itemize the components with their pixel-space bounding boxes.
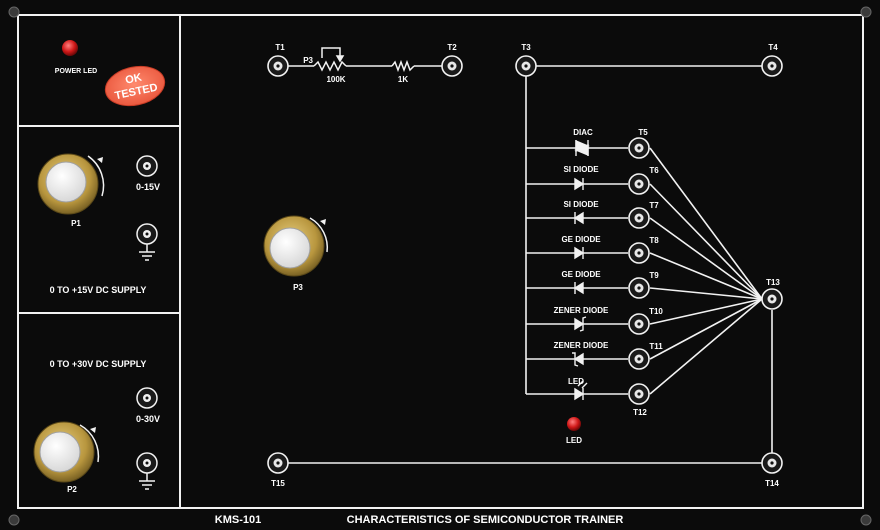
zener-diode-1-icon	[574, 316, 587, 332]
ge-diode-1-icon	[574, 246, 585, 260]
power-led-icon	[62, 40, 78, 56]
p2-arrow-icon	[90, 427, 96, 433]
ge-diode-1-label: GE DIODE	[561, 235, 601, 244]
p1-arrow-icon	[97, 157, 103, 163]
ground-icon	[139, 473, 155, 490]
si-diode-2-label: SI DIODE	[563, 200, 599, 209]
model-number: KMS-101	[215, 514, 261, 526]
output-0-30v-label: 0-30V	[136, 414, 160, 424]
label-t2: T2	[447, 43, 457, 52]
terminal-t9[interactable]	[628, 277, 650, 299]
supply-30v-title: 0 TO +30V DC SUPPLY	[50, 359, 147, 369]
p1-knob[interactable]	[37, 153, 99, 215]
si-diode-1-label: SI DIODE	[563, 165, 599, 174]
zener-diode-2-icon	[572, 352, 584, 367]
resistor-1k-symbol	[391, 59, 415, 73]
terminal-t12[interactable]	[628, 383, 650, 405]
p3-symbol-label: P3	[303, 56, 313, 65]
red-led-icon	[567, 417, 581, 431]
si-diode-1-icon	[574, 177, 585, 191]
sticker-ok-text: OK	[124, 72, 143, 87]
screw-icon	[860, 6, 872, 18]
terminal-t10[interactable]	[628, 313, 650, 335]
p3-arrow-icon	[320, 219, 326, 225]
resistor-1k-label: 1K	[398, 75, 408, 84]
circuit-wiring	[288, 65, 773, 464]
terminal-t13[interactable]	[761, 288, 783, 310]
terminal-t2[interactable]	[441, 55, 463, 77]
terminal-t11[interactable]	[628, 348, 650, 370]
label-t1: T1	[275, 43, 285, 52]
label-t13: T13	[766, 278, 780, 287]
output-0-15v-label: 0-15V	[136, 182, 160, 192]
power-section: POWER LED OK TESTED	[55, 40, 166, 107]
p3-knob[interactable]	[263, 215, 325, 277]
label-t15: T15	[271, 479, 285, 488]
ge-diode-2-label: GE DIODE	[561, 270, 601, 279]
label-t9: T9	[649, 271, 659, 280]
label-t11: T11	[649, 342, 663, 351]
p1-label: P1	[71, 219, 81, 228]
terminal-t4[interactable]	[761, 55, 783, 77]
led-symbol-label: LED	[568, 377, 584, 386]
label-t12: T12	[633, 408, 647, 417]
diac-icon	[574, 139, 590, 157]
p3-potentiometer-symbol	[313, 47, 347, 72]
terminal-t6[interactable]	[628, 173, 650, 195]
ok-tested-sticker: OK TESTED	[104, 65, 166, 107]
terminal-0-30v[interactable]	[136, 387, 158, 409]
terminal-t3[interactable]	[515, 55, 537, 77]
label-t14: T14	[765, 479, 779, 488]
p2-label: P2	[67, 485, 77, 494]
panel-title: CHARACTERISTICS OF SEMICONDUCTOR TRAINER	[347, 514, 624, 526]
p1-scale-arc	[87, 155, 105, 197]
screw-icon	[8, 6, 20, 18]
terminal-ground-15v[interactable]	[136, 223, 158, 245]
terminal-t15[interactable]	[267, 452, 289, 474]
screw-icon	[860, 514, 872, 526]
terminal-t7[interactable]	[628, 207, 650, 229]
terminal-t8[interactable]	[628, 242, 650, 264]
supply-15v-section: P1 0-15V 0 TO +15V DC SUPPLY	[37, 153, 160, 295]
p3-knob-label: P3	[293, 283, 303, 292]
screw-icon	[8, 514, 20, 526]
zener-diode-2-label: ZENER DIODE	[554, 341, 609, 350]
corner-screws	[8, 6, 872, 526]
label-t7: T7	[649, 201, 659, 210]
red-led-label: LED	[566, 436, 582, 445]
terminal-group	[267, 55, 783, 474]
power-led-label: POWER LED	[55, 68, 97, 75]
label-t10: T10	[649, 307, 663, 316]
si-diode-2-icon	[573, 211, 584, 225]
p2-scale-arc	[79, 424, 100, 463]
panel-frame	[17, 14, 864, 509]
resistor-100k-label: 100K	[326, 75, 345, 84]
p2-knob[interactable]	[33, 421, 95, 483]
label-t5: T5	[638, 128, 648, 137]
supply-30v-section: 0 TO +30V DC SUPPLY 0-30V P2	[33, 359, 160, 494]
terminal-0-15v[interactable]	[136, 155, 158, 177]
label-t8: T8	[649, 236, 659, 245]
diac-label: DIAC	[573, 128, 593, 137]
terminal-t1[interactable]	[267, 55, 289, 77]
label-t4: T4	[768, 43, 778, 52]
label-t6: T6	[649, 166, 659, 175]
p3-scale-arc	[309, 217, 329, 253]
led-symbol-icon	[574, 380, 588, 401]
terminal-ground-30v[interactable]	[136, 452, 158, 474]
ge-diode-2-icon	[573, 281, 584, 295]
zener-diode-1-label: ZENER DIODE	[554, 306, 609, 315]
terminal-t14[interactable]	[761, 452, 783, 474]
ground-icon	[139, 244, 155, 261]
supply-15v-title: 0 TO +15V DC SUPPLY	[50, 285, 147, 295]
terminal-t5[interactable]	[628, 137, 650, 159]
label-t3: T3	[521, 43, 531, 52]
